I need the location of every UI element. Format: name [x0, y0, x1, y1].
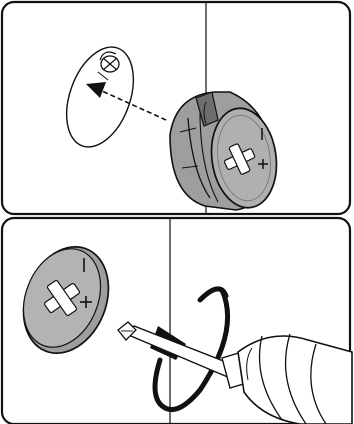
- plus-mark-icon: [258, 159, 268, 169]
- screwdriver-icon: [117, 321, 353, 424]
- phillips-cross-icon: [223, 143, 256, 175]
- panel-1: [0, 0, 352, 216]
- phillips-cross-icon: [43, 279, 81, 317]
- insert-arrow-icon: [86, 82, 167, 121]
- cam-lock-fitting: [169, 91, 278, 211]
- dowel-pin-icon: [97, 51, 120, 81]
- plus-mark-icon: [80, 296, 92, 308]
- panel-1-frame: [0, 0, 352, 216]
- panel-2: [0, 216, 353, 424]
- cam-lock-face: [22, 245, 110, 355]
